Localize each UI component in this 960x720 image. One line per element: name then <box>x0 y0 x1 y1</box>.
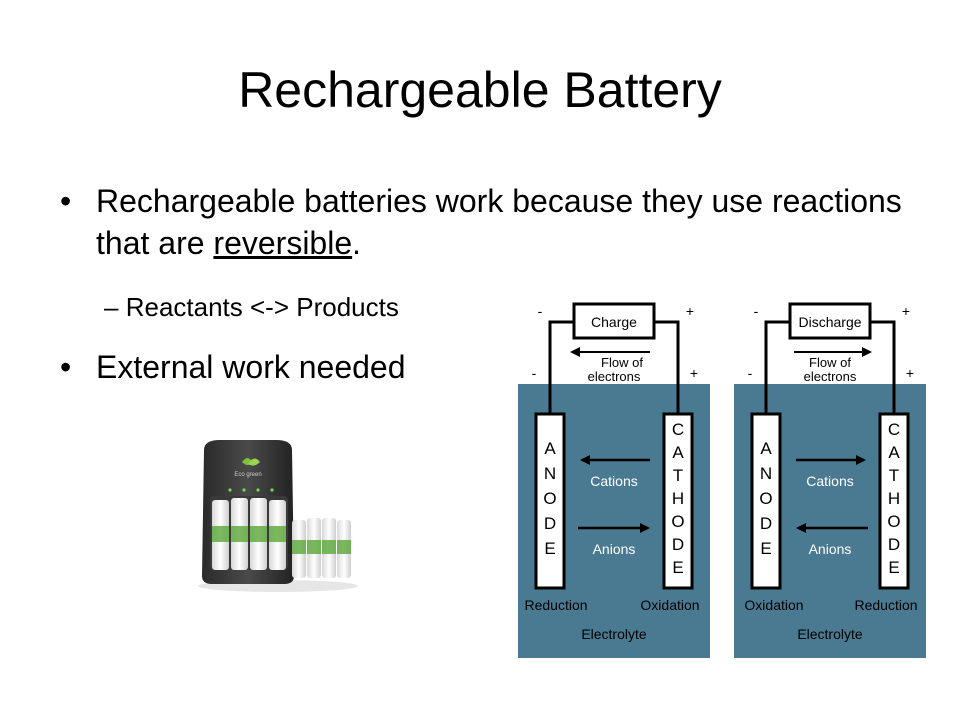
charge-anode-letters: A N O D E <box>543 439 556 558</box>
discharge-load-box <box>788 302 872 340</box>
discharge-cathode-letter: O <box>887 512 900 531</box>
sub-bullet-reactants: – Reactants <-> Products <box>104 290 399 324</box>
bullet-text-before: Rechargeable batteries work because they… <box>96 183 902 261</box>
bullet-marker: • <box>60 349 72 385</box>
discharge-plus-top: + <box>902 303 910 319</box>
discharge-left-reaction: Oxidation <box>744 597 803 613</box>
charge-cathode-letter: D <box>672 535 684 554</box>
charge-anode-letter: A <box>544 439 556 458</box>
charge-discharge-diagram: Charge - + Flow of electrons - + A N O D… <box>518 302 926 658</box>
discharge-flow-line1: Flow of <box>809 355 851 370</box>
charge-minus-lower: - <box>532 365 537 381</box>
discharge-anode-letter: E <box>760 539 771 558</box>
charge-anode-letter: O <box>543 489 556 508</box>
discharge-anode-letter: O <box>759 489 772 508</box>
discharge-electrolyte-label: Electrolyte <box>797 626 863 642</box>
discharge-cathode-letter: A <box>888 443 900 462</box>
charge-flow-line1: Flow of <box>601 355 643 370</box>
discharge-anode-letter: N <box>760 464 772 483</box>
charger-logo-text: Eco green <box>234 472 261 478</box>
discharge-cathode-letter: H <box>888 489 900 508</box>
discharge-left-wire <box>764 320 790 416</box>
charge-cathode-letter: O <box>671 512 684 531</box>
bullet-text-after: . <box>352 225 362 261</box>
charge-cations-label: Cations <box>590 473 637 489</box>
reversible-underlined: reversible <box>213 225 353 261</box>
charge-left-reaction: Reduction <box>524 597 587 613</box>
charge-anode <box>534 412 566 590</box>
charge-right-wire <box>654 320 680 416</box>
discharge-panel: Discharge - + Flow of electrons - + A N … <box>734 302 926 658</box>
charger-bay <box>210 496 288 570</box>
charge-cathode-letter: A <box>672 443 684 462</box>
discharge-right-reaction: Reduction <box>854 597 917 613</box>
charge-right-reaction: Oxidation <box>640 597 699 613</box>
discharge-anions-label: Anions <box>809 541 852 557</box>
charge-plus-lower: + <box>690 365 698 381</box>
discharge-cathode-letters: C A T H O D E <box>887 420 900 577</box>
charge-source-box <box>572 302 656 340</box>
charge-cathode-letters: C A T H O D E <box>671 420 684 577</box>
sub-bullet-text: Reactants <-> Products <box>125 292 399 322</box>
charge-anode-letter: N <box>544 464 556 483</box>
bullet-rechargeable: • Rechargeable batteries work because th… <box>60 180 920 264</box>
charge-box-label: Charge <box>591 314 637 330</box>
charger-leds <box>228 488 274 492</box>
bullet-external-work: • External work needed <box>60 346 406 388</box>
discharge-anode-letters: A N O D E <box>759 439 772 558</box>
discharge-cathode-letter: E <box>888 558 899 577</box>
discharge-plus-lower: + <box>906 365 914 381</box>
charge-cathode-letter: C <box>672 420 684 439</box>
discharge-flow-line2: electrons <box>804 369 857 384</box>
discharge-minus-top: - <box>754 303 759 319</box>
charge-minus-top: - <box>538 303 543 319</box>
battery-charger-image: Eco green <box>198 440 358 592</box>
charge-anions-label: Anions <box>593 541 636 557</box>
charge-cathode-letter: H <box>672 489 684 508</box>
charge-cathode <box>662 412 694 590</box>
discharge-box-label: Discharge <box>798 314 861 330</box>
discharge-cations-label: Cations <box>806 473 853 489</box>
discharge-minus-lower: - <box>748 365 753 381</box>
discharge-anode-letter: A <box>760 439 772 458</box>
discharge-right-wire <box>870 320 896 416</box>
bullet-rechargeable-text: Rechargeable batteries work because they… <box>96 180 920 264</box>
charge-anode-letter: E <box>544 539 555 558</box>
loose-cells <box>292 518 351 578</box>
sub-bullet-marker: – <box>104 292 119 322</box>
charge-left-wire <box>548 320 574 416</box>
charge-anode-letter: D <box>544 514 556 533</box>
charger-logo: Eco green <box>234 458 262 478</box>
discharge-cathode <box>878 412 910 590</box>
discharge-anode <box>750 412 782 590</box>
charge-electrolyte-label: Electrolyte <box>581 626 647 642</box>
discharge-cathode-letter: T <box>889 466 899 485</box>
discharge-cathode-letter: D <box>888 535 900 554</box>
charge-plus-top: + <box>686 303 694 319</box>
bullet-marker: • <box>60 183 72 219</box>
bullet-external-work-text: External work needed <box>96 349 406 385</box>
charge-flow-line2: electrons <box>588 369 641 384</box>
discharge-anode-letter: D <box>760 514 772 533</box>
charge-cathode-letter: T <box>673 466 683 485</box>
charge-cathode-letter: E <box>672 558 683 577</box>
discharge-cathode-letter: C <box>888 420 900 439</box>
charge-panel: Charge - + Flow of electrons - + A N O D… <box>518 302 710 658</box>
slide-title: Rechargeable Battery <box>238 62 722 118</box>
charged-cells <box>212 498 286 570</box>
